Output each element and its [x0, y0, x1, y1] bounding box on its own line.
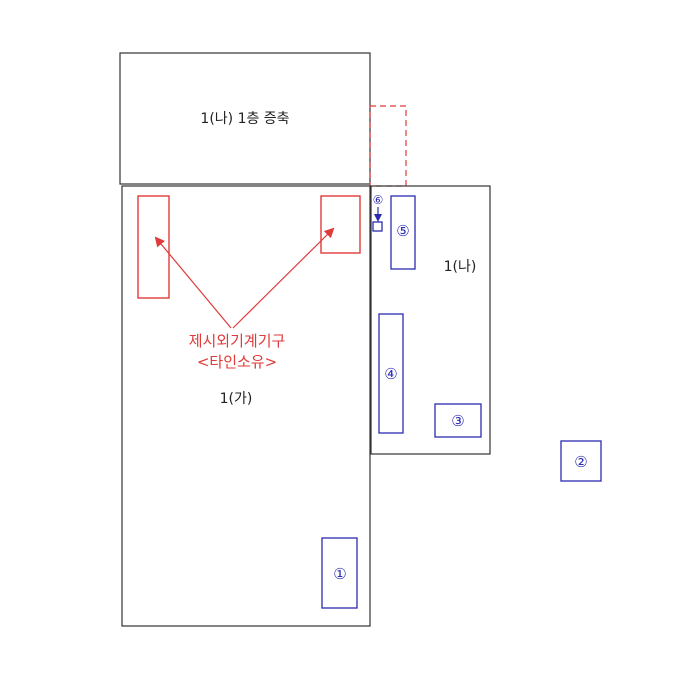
arrow-to-left-machinery: [154, 236, 232, 329]
building-na: [370, 185, 491, 455]
item-box-2: [560, 440, 602, 482]
dashed-extension-outline: [369, 105, 407, 187]
item-box-5: [390, 195, 416, 270]
item-box-1: [321, 537, 358, 609]
label-building-na: 1(나): [444, 259, 477, 275]
annotation-line2: <타인소유>: [197, 353, 277, 371]
label-item-4: ④: [384, 365, 397, 383]
machinery-box-left: [137, 195, 170, 299]
building-ga: [121, 185, 371, 627]
arrow-to-right-machinery: [232, 227, 335, 329]
item-box-4: [378, 313, 404, 434]
item-box-3: [434, 403, 482, 438]
label-item-3: ③: [451, 412, 464, 430]
item-box-6: [372, 221, 383, 232]
label-item-2: ②: [574, 453, 587, 471]
label-item-5: ⑤: [396, 222, 409, 240]
machinery-box-right: [320, 195, 361, 254]
label-item-6: ⑥: [373, 193, 384, 207]
label-building-ga: 1(가): [220, 391, 253, 407]
label-item-1: ①: [333, 565, 346, 583]
annotation-line1: 제시외기계기구: [189, 332, 286, 350]
label-extension: 1(나) 1층 증축: [200, 111, 289, 127]
building-extension: [119, 52, 371, 185]
